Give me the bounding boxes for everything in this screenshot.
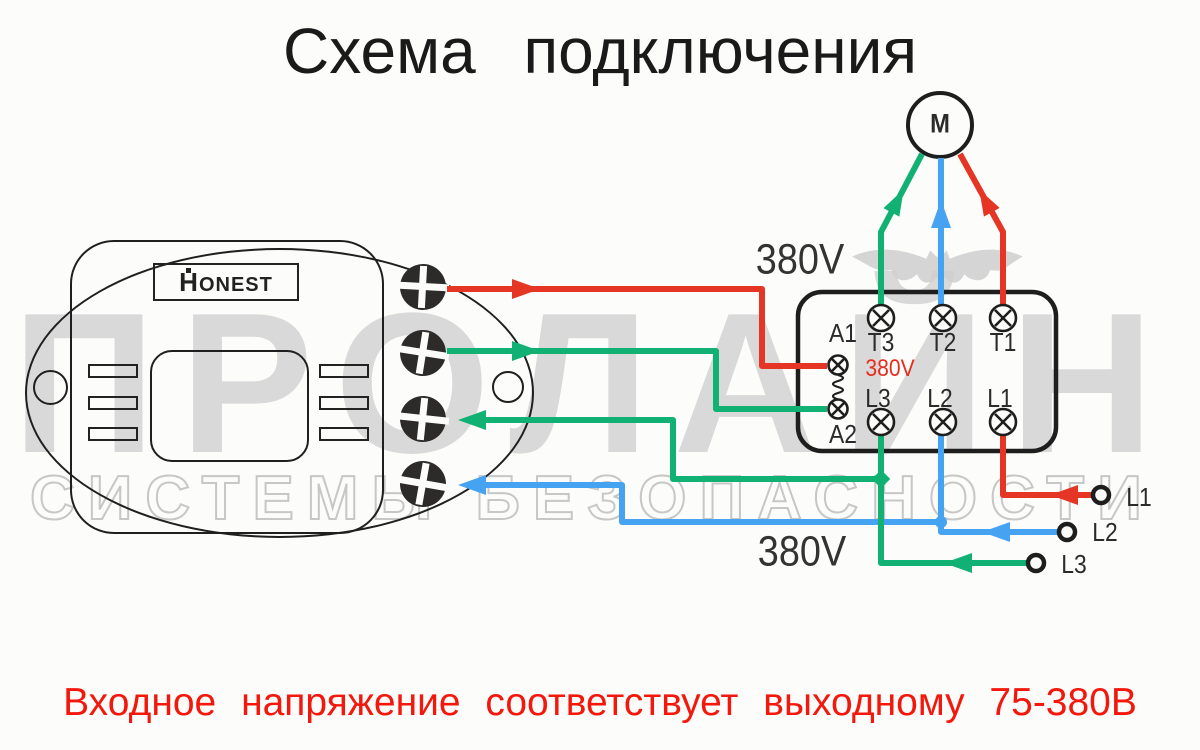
coil-voltage-label: 380V [865,355,915,382]
input-ring-L1-icon [1090,484,1112,506]
vent-slot [88,427,138,441]
coil-terminal-label-a1: A1 [829,318,857,348]
wire-green-to-device [472,417,881,482]
page-title: Схема подключения [283,15,917,87]
arrow-icon [979,189,1000,217]
arrow-icon [883,189,904,217]
device-body [25,248,534,538]
voltage-label-top: 380V [755,235,845,284]
junction-dot-green [871,469,891,489]
coil-symbol [831,373,845,401]
brand-logo-dot-icon [186,268,191,273]
input-label-l2: L2 [1092,517,1118,547]
wire-green-to-A2 [447,348,827,412]
motor-label: M [930,108,950,139]
arrow-icon [982,522,1010,542]
arrow-icon [458,410,486,430]
brand-logo-text: HONEST [179,267,273,297]
input-label-l1: L1 [1126,482,1152,512]
vent-slot [319,364,369,378]
coil-terminal-label-a2: A2 [829,419,857,449]
input-label-l3: L3 [1061,549,1087,579]
arrow-icon [458,475,486,495]
brand-logo: HONEST [153,263,299,301]
terminal-label-l2: L2 [927,383,953,413]
terminal-label-t3: T3 [867,327,895,357]
input-ring-L3-icon [1025,552,1047,574]
mounting-hole-left [33,370,68,405]
vent-slot [319,427,369,441]
terminal-label-t1: T1 [989,327,1017,357]
voltage-label-bottom: 380V [757,527,847,576]
terminal-icons [827,303,1018,437]
bottom-note: Входное напряжение соответствует выходно… [63,681,1137,724]
device-faceplate [70,240,384,534]
contactor-box [795,289,1059,454]
motor-symbol [906,91,974,159]
wire-red-to-motor [957,152,1006,305]
bat-logo-icon [852,249,1023,286]
terminal-label-l3: L3 [865,383,891,413]
junction-dot-blue [935,516,947,528]
mounting-hole-right [492,371,524,403]
terminal-label-t2: T2 [929,327,957,357]
wire-blue-from-L2-input [938,430,1058,535]
vent-slot [319,396,369,410]
vent-slot [88,396,138,410]
arrow-icon [512,341,540,361]
input-ring-L2-icon [1056,521,1078,543]
wire-red-to-A1 [447,286,827,369]
wire-green-to-motor [878,152,925,305]
arrow-icon [944,553,972,573]
device-display-window [150,350,309,462]
vent-slot [88,364,138,378]
wire-red-from-L1-input [1000,430,1092,498]
terminal-label-l1: L1 [987,383,1013,413]
arrow-icon [931,200,951,228]
arrow-icon [512,279,540,299]
arrow-icon [1050,485,1078,505]
wire-blue-to-device [472,482,941,525]
